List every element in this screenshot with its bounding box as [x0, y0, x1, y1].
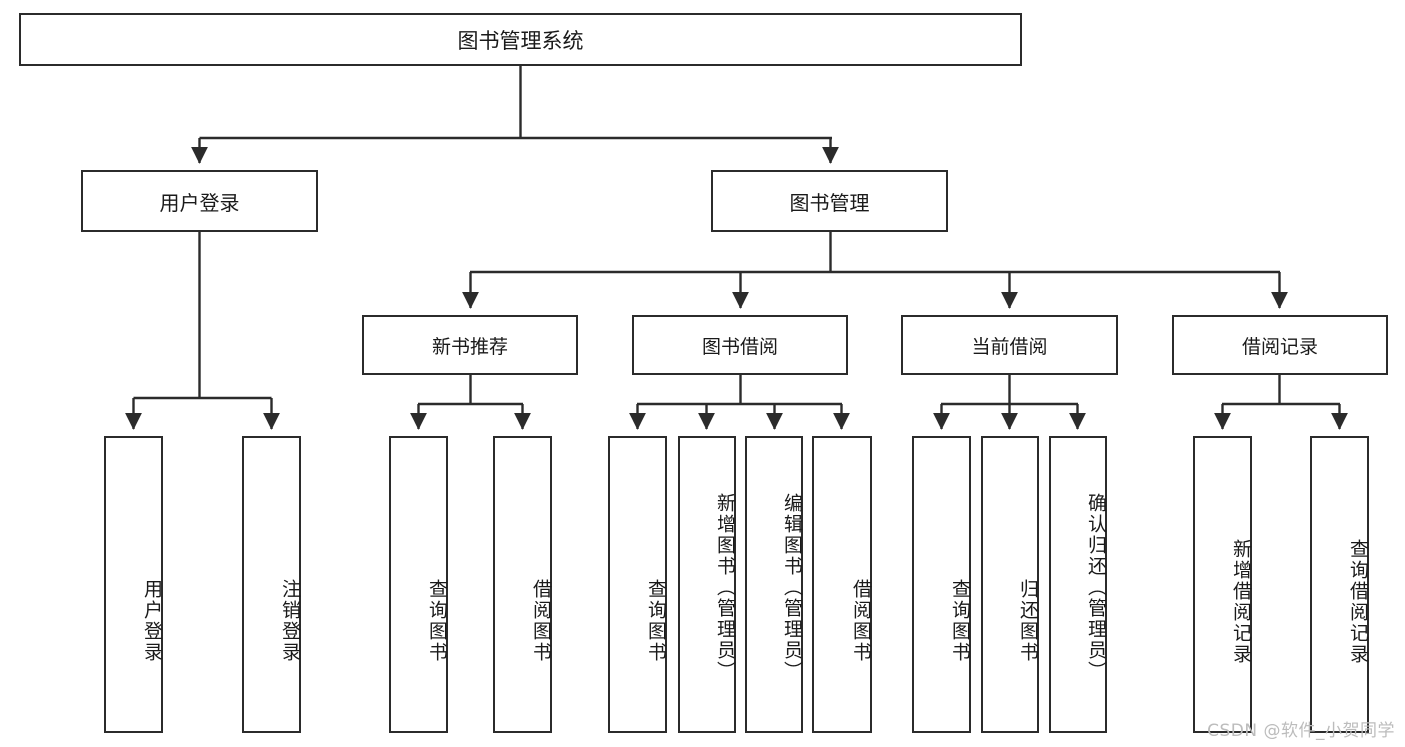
leaf-borrow-query-book[interactable]: 查询图书	[608, 436, 667, 733]
watermark-credit: CSDN @软件_小贺同学	[1207, 721, 1395, 741]
node-book-borrow[interactable]: 图书借阅	[632, 315, 848, 375]
leaf-current-confirm-return-admin[interactable]: 确认归还（管理员）	[1049, 436, 1107, 733]
node-user-login[interactable]: 用户登录	[81, 170, 318, 232]
node-root-system[interactable]: 图书管理系统	[19, 13, 1022, 66]
node-new-book-recommend[interactable]: 新书推荐	[362, 315, 578, 375]
leaf-current-return-book[interactable]: 归还图书	[981, 436, 1039, 733]
leaf-borrow-edit-book-admin[interactable]: 编辑图书（管理员）	[745, 436, 803, 733]
node-borrow-record[interactable]: 借阅记录	[1172, 315, 1388, 375]
leaf-record-query-record[interactable]: 查询借阅记录	[1310, 436, 1369, 733]
leaf-borrow-add-book-admin[interactable]: 新增图书（管理员）	[678, 436, 736, 733]
leaf-recommend-query-book[interactable]: 查询图书	[389, 436, 448, 733]
leaf-current-query-book[interactable]: 查询图书	[912, 436, 971, 733]
leaf-user-login-logout[interactable]: 注销登录	[242, 436, 301, 733]
leaf-record-add-record[interactable]: 新增借阅记录	[1193, 436, 1252, 733]
leaf-recommend-borrow-book[interactable]: 借阅图书	[493, 436, 552, 733]
leaf-user-login-login[interactable]: 用户登录	[104, 436, 163, 733]
leaf-borrow-borrow-book[interactable]: 借阅图书	[812, 436, 872, 733]
node-current-borrow[interactable]: 当前借阅	[901, 315, 1118, 375]
node-book-management[interactable]: 图书管理	[711, 170, 948, 232]
